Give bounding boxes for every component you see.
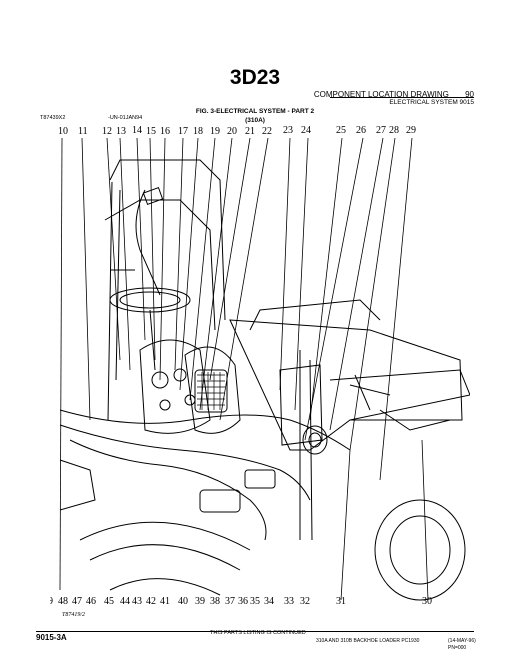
callout-47: 47 bbox=[72, 596, 82, 607]
callout-30: 30 bbox=[422, 596, 432, 607]
callout-35: 35 bbox=[250, 596, 260, 607]
section-title: COMPONENT LOCATION DRAWING 90 bbox=[314, 90, 474, 99]
callout-26: 26 bbox=[356, 125, 366, 136]
leader-lines bbox=[59, 137, 429, 601]
callout-20: 20 bbox=[227, 126, 237, 137]
callout-44: 44 bbox=[120, 596, 130, 607]
top-callouts: 10 11 12 13 14 15 16 17 18 19 20 21 22 2… bbox=[58, 125, 416, 137]
callout-11: 11 bbox=[78, 126, 88, 137]
callout-17: 17 bbox=[178, 126, 188, 137]
callout-34: 34 bbox=[264, 596, 274, 607]
callout-27: 27 bbox=[376, 125, 386, 136]
callout-24: 24 bbox=[301, 125, 311, 136]
callout-15: 15 bbox=[146, 126, 156, 137]
callout-14: 14 bbox=[132, 125, 142, 136]
figure-title: FIG. 3-ELECTRICAL SYSTEM - PART 2 bbox=[195, 108, 315, 115]
section-title-text: COMPONENT LOCATION DRAWING bbox=[313, 90, 449, 99]
callout-41: 41 bbox=[160, 596, 170, 607]
callout-39: 39 bbox=[195, 596, 205, 607]
callout-29: 29 bbox=[406, 125, 416, 136]
callout-46: 46 bbox=[86, 596, 96, 607]
machine-linework bbox=[59, 159, 470, 601]
callout-16: 16 bbox=[160, 126, 170, 137]
figure-ref-id: T87439X2 bbox=[40, 115, 66, 121]
callout-37: 37 bbox=[225, 596, 235, 607]
section-number: 90 bbox=[465, 90, 474, 99]
callout-48: 48 bbox=[58, 596, 68, 607]
subsection-title: ELECTRICAL SYSTEM 9015 bbox=[389, 99, 474, 106]
callout-42: 42 bbox=[146, 596, 156, 607]
callout-36: 36 bbox=[238, 596, 248, 607]
callout-43: 43 bbox=[132, 596, 142, 607]
figure-ref-date: -UN-01JAN94 bbox=[108, 115, 143, 121]
figure-subtitle: (310A) bbox=[245, 117, 265, 124]
callout-28: 28 bbox=[389, 125, 399, 136]
callout-13: 13 bbox=[116, 126, 126, 137]
callout-12: 12 bbox=[102, 126, 112, 137]
footer-page-code: 9015-3A bbox=[36, 633, 67, 642]
callout-25: 25 bbox=[336, 125, 346, 136]
bottom-callouts: 9 48 47 46 45 44 43 42 41 40 39 38 37 36… bbox=[50, 596, 432, 607]
footer-continued: THIS PARTS LISTING IS CONTINUED bbox=[210, 630, 306, 636]
page-number: 3D23 bbox=[229, 66, 281, 89]
callout-38: 38 bbox=[210, 596, 220, 607]
callout-21: 21 bbox=[245, 126, 255, 137]
callout-9: 9 bbox=[50, 596, 53, 607]
callout-19: 19 bbox=[210, 126, 220, 137]
callout-33: 33 bbox=[284, 596, 294, 607]
drawing-number: T87419/2 bbox=[62, 611, 85, 618]
component-location-drawing: 10 11 12 13 14 15 16 17 18 19 20 21 22 2… bbox=[50, 125, 470, 618]
callout-10: 10 bbox=[58, 126, 68, 137]
callout-45: 45 bbox=[104, 596, 114, 607]
callout-32: 32 bbox=[300, 596, 310, 607]
callout-18: 18 bbox=[193, 126, 203, 137]
footer-rule bbox=[36, 631, 474, 632]
callout-40: 40 bbox=[178, 596, 188, 607]
callout-23: 23 bbox=[283, 125, 293, 136]
callout-31: 31 bbox=[336, 596, 346, 607]
footer-date: (14-MAY-96) bbox=[448, 638, 476, 644]
footer-model: 310A AND 310B BACKHOE LOADER PC1930 bbox=[316, 638, 420, 644]
footer-pn: PN=000 bbox=[448, 645, 467, 651]
callout-22: 22 bbox=[262, 126, 272, 137]
header-rule bbox=[330, 97, 474, 98]
